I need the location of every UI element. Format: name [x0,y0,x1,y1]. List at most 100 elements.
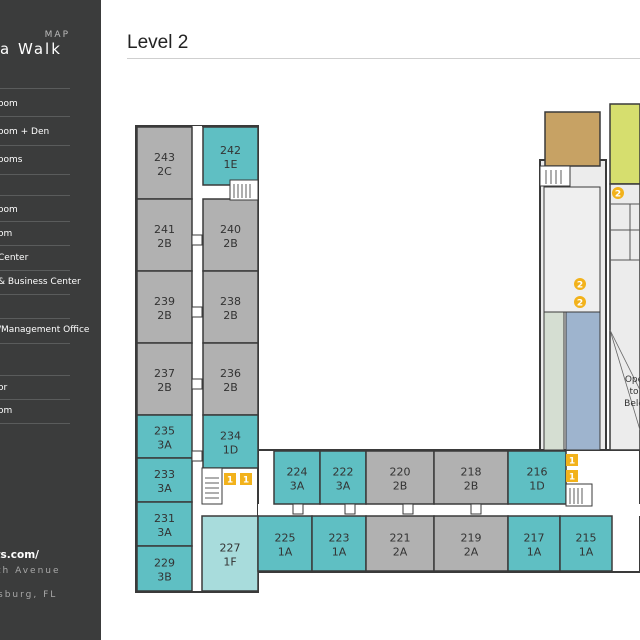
unit-type: 2B [393,480,408,493]
unit-type: 1A [527,546,542,559]
amenity-item-1[interactable]: oom [0,205,18,215]
divider [0,145,70,146]
filter-item-1br-den[interactable]: oom + Den [0,127,50,137]
unit-shape[interactable] [202,270,259,344]
unit-shape[interactable] [136,457,193,503]
unit-type: 3B [157,571,172,584]
stair-west-south [201,467,223,505]
divider [0,245,70,246]
website-link[interactable]: pts.com/ [0,549,51,561]
unit-shape[interactable] [311,515,367,572]
unit-type: 2B [223,309,238,322]
unit-type: 3A [157,482,172,495]
elevator-badge [566,470,578,482]
amenity-item-4[interactable]: or [0,383,8,393]
amenity-room-lime[interactable] [609,103,640,185]
divider [0,221,70,222]
unit-shape[interactable] [136,545,193,592]
unit-number: 225 [275,532,296,545]
sidebar-title-prefix: MAP [44,30,70,40]
amenity-item-2[interactable]: om [0,229,13,239]
door-notch [191,450,203,462]
unit-type: 1D [529,480,544,493]
unit-number: 233 [154,468,175,481]
unit-shape[interactable] [136,270,193,344]
level-title: Level 2 [127,32,189,53]
west-corridor [192,126,202,514]
divider [0,375,70,376]
unit-number: 229 [154,557,175,570]
amenity-item-business-center[interactable]: & Business Center [0,277,81,287]
filter-item-2br[interactable]: ooms [0,155,23,165]
amenity-item-5[interactable]: om [0,406,13,416]
unit-number: 237 [154,367,175,380]
open-to-below-note-1: Ope [625,375,640,385]
unit-shape[interactable] [136,414,193,459]
unit-shape[interactable] [433,515,509,572]
unit-type: 2B [157,381,172,394]
amenity-item-management-office[interactable]: /Management Office [0,325,90,335]
unit-type: 2C [157,165,172,178]
elevator-badge-number: 2 [577,299,583,309]
unit-shape[interactable] [201,515,259,592]
unit-shape[interactable] [507,450,567,505]
divider [0,88,70,89]
unit-shape[interactable] [202,126,259,186]
stair-ne [539,165,571,187]
unit-shape[interactable] [433,450,509,505]
unit-number: 238 [220,295,241,308]
website-link-text[interactable]: pts.com/ [0,549,39,561]
units-layer: 2432C2421E2412B2402B2392B2382B2372B2362B… [136,126,613,592]
unit-shape[interactable] [136,501,193,547]
unit-number: 240 [220,223,241,236]
unit-shape[interactable] [257,515,313,572]
elevator-badge-number: 1 [243,476,249,486]
door-notch [191,234,203,246]
unit-type: 2B [464,480,479,493]
unit-shape[interactable] [559,515,613,572]
unit-shape[interactable] [202,414,259,469]
open-balcony [543,311,565,451]
address-line-1: th Avenue [0,566,61,576]
elevator-badge-number: 2 [615,190,621,200]
divider [0,116,70,117]
unit-shape[interactable] [365,450,435,505]
unit-number: 243 [154,151,175,164]
unit-number: 220 [390,466,411,479]
unit-shape[interactable] [136,126,193,200]
unit-shape[interactable] [202,342,259,416]
door-notch [191,306,203,318]
elevator-badge-number: 2 [577,281,583,291]
amenity-item-fitness-center[interactable]: Center [0,253,29,263]
amenity-room-brown[interactable] [544,111,601,167]
filter-item-1br[interactable]: oom [0,99,18,109]
unit-shape[interactable] [507,515,561,572]
divider [0,343,70,344]
